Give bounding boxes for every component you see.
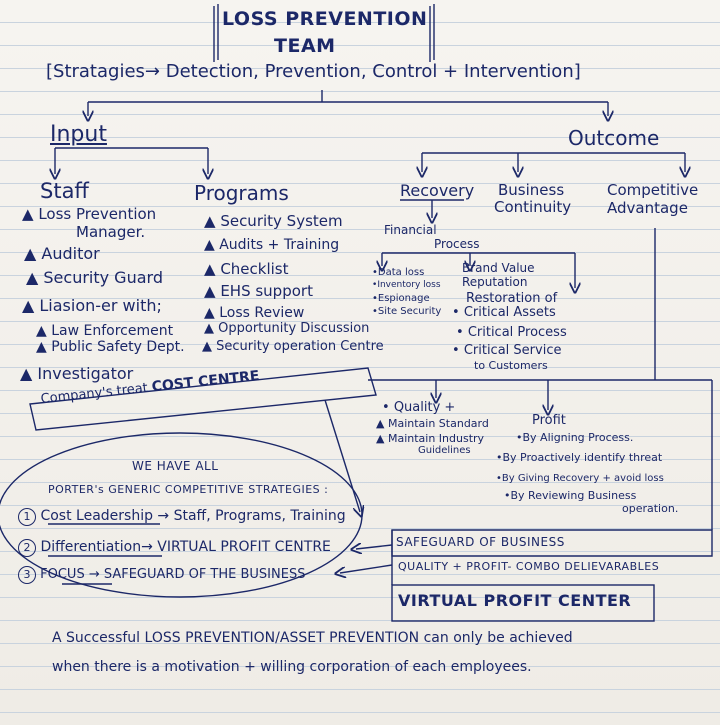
conclusion-line-2: when there is a motivation + willing cor… (52, 659, 532, 675)
title-line-2: TEAM (274, 35, 336, 57)
programs-item-6: ▲ Security operation Centre (202, 339, 384, 354)
porter-item-1: 1 Cost Leadership → Staff, Programs, Tra… (18, 508, 346, 526)
business-item-3: • Critical Assets (452, 305, 556, 320)
staff-heading: Staff (40, 179, 89, 203)
quality-heading: • Quality + (382, 400, 456, 415)
safeguard-line-2: QUALITY + PROFIT- COMBO DELIEVARABLES (398, 560, 660, 573)
porter-line-2: PORTER's GENERIC COMPETITIVE STRATEGIES … (48, 483, 329, 496)
programs-heading: Programs (194, 181, 289, 205)
competitive-heading-line-2: Advantage (607, 199, 688, 217)
quality-item-2: Guidelines (418, 445, 471, 456)
recovery-item-2: •Espionage (372, 293, 430, 304)
recovery-item-0: •Data loss (372, 267, 425, 278)
porter-line-1: WE HAVE ALL (132, 459, 219, 473)
staff-item-1: Manager. (76, 223, 146, 241)
recovery-heading: Recovery (400, 181, 475, 200)
staff-item-6: ▲ Public Safety Dept. (36, 339, 185, 355)
staff-item-2: ▲ Auditor (24, 244, 100, 263)
programs-item-4: ▲ Loss Review (204, 305, 305, 321)
recovery-item-3: •Site Security (372, 306, 442, 317)
programs-item-3: ▲ EHS support (204, 282, 313, 300)
business-item-0: Brand Value (462, 261, 535, 275)
business-item-4: • Critical Process (456, 325, 567, 340)
programs-item-2: ▲ Checklist (204, 260, 289, 278)
staff-item-4: ▲ Liasion-er with; (22, 296, 162, 315)
programs-item-0: ▲ Security System (204, 212, 343, 230)
financial-process-line-1: Financial (384, 223, 437, 237)
business-heading-line-1: Business (498, 181, 565, 199)
profit-item-0: •By Aligning Process. (516, 431, 634, 444)
profit-item-4: operation. (622, 502, 679, 515)
quality-item-0: ▲ Maintain Standard (376, 417, 489, 430)
business-item-6: to Customers (474, 359, 548, 372)
programs-item-1: ▲ Audits + Training (204, 237, 340, 253)
porter-item-3: 3 FOCUS → SAFEGUARD OF THE BUSINESS (18, 566, 305, 584)
business-item-1: Reputation (462, 275, 528, 289)
outcome-label: Outcome (568, 126, 660, 150)
porter-item-2: 2 Differentiation→ VIRTUAL PROFIT CENTRE (18, 539, 331, 557)
staff-item-5: ▲ Law Enforcement (36, 323, 174, 339)
business-item-5: • Critical Service (452, 343, 562, 358)
profit-heading: Profit (532, 413, 566, 428)
financial-process-line-2: Process (434, 237, 480, 251)
staff-item-7: ▲ Investigator (20, 364, 134, 383)
quality-item-1: ▲ Maintain Industry (376, 432, 485, 445)
title-line-1: LOSS PREVENTION (222, 8, 428, 30)
profit-item-1: •By Proactively identify threat (496, 451, 663, 464)
profit-item-2: •By Giving Recovery + avoid loss (496, 473, 664, 484)
business-item-2: Restoration of (466, 291, 558, 306)
virtual-profit-center: VIRTUAL PROFIT CENTER (398, 591, 632, 610)
business-heading-line-2: Continuity (494, 198, 572, 216)
profit-item-3: •By Reviewing Business (504, 489, 637, 502)
programs-item-5: ▲ Opportunity Discussion (204, 321, 370, 336)
conclusion-line-1: A Successful LOSS PREVENTION/ASSET PREVE… (52, 630, 573, 646)
competitive-heading-line-1: Competitive (607, 181, 699, 199)
strategies-line: [Stratagies→ Detection, Prevention, Cont… (46, 61, 581, 82)
safeguard-line-1: SAFEGUARD OF BUSINESS (396, 535, 565, 549)
staff-item-3: ▲ Security Guard (26, 268, 163, 287)
recovery-item-1: •Inventory loss (372, 280, 441, 290)
staff-item-0: ▲ Loss Prevention (22, 205, 157, 223)
input-label: Input (50, 122, 107, 147)
